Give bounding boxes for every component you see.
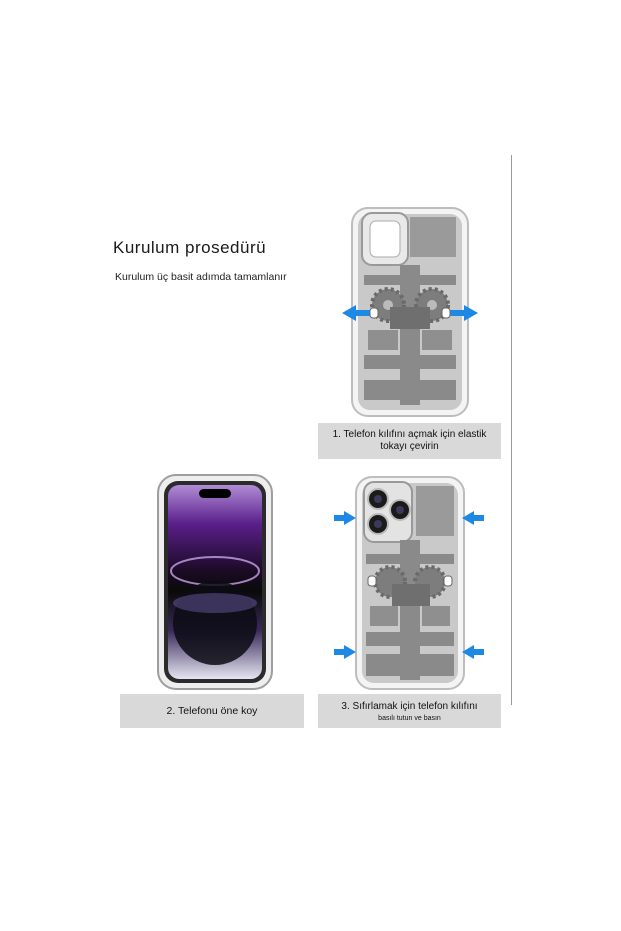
arrow-out-icon [446,305,478,321]
step3-label-line2: basılı tutun ve basın [378,714,441,722]
step3-case-image [334,476,484,690]
arrow-in-icon [462,511,484,525]
step2-phone-image [157,474,273,690]
arrow-in-icon [334,511,356,525]
camera-lens-icon [367,513,389,535]
arrow-in-icon [334,645,356,659]
arrow-in-icon [462,645,484,659]
page-subtitle: Kurulum üç basit adımda tamamlanır [115,271,287,283]
step1-caption: 1. Telefon kılıfını açmak için elastik t… [318,423,501,459]
step1-case-image [342,207,478,417]
page-title: Kurulum prosedürü [113,238,267,257]
divider-line [511,155,512,705]
step2-caption: 2. Telefonu öne koy [120,694,304,728]
arrow-out-icon [342,305,374,321]
camera-lens-icon [367,488,389,510]
step3-label: 3. Sıfırlamak için telefon kılıfını [341,700,478,712]
step3-caption: 3. Sıfırlamak için telefon kılıfını bası… [318,694,501,728]
camera-lens-icon [389,499,411,521]
step1-label-line2: tokayı çevirin [380,441,439,452]
step1-label: 1. Telefon kılıfını açmak için elastik [332,429,487,440]
step2-label: 2. Telefonu öne koy [166,705,258,717]
